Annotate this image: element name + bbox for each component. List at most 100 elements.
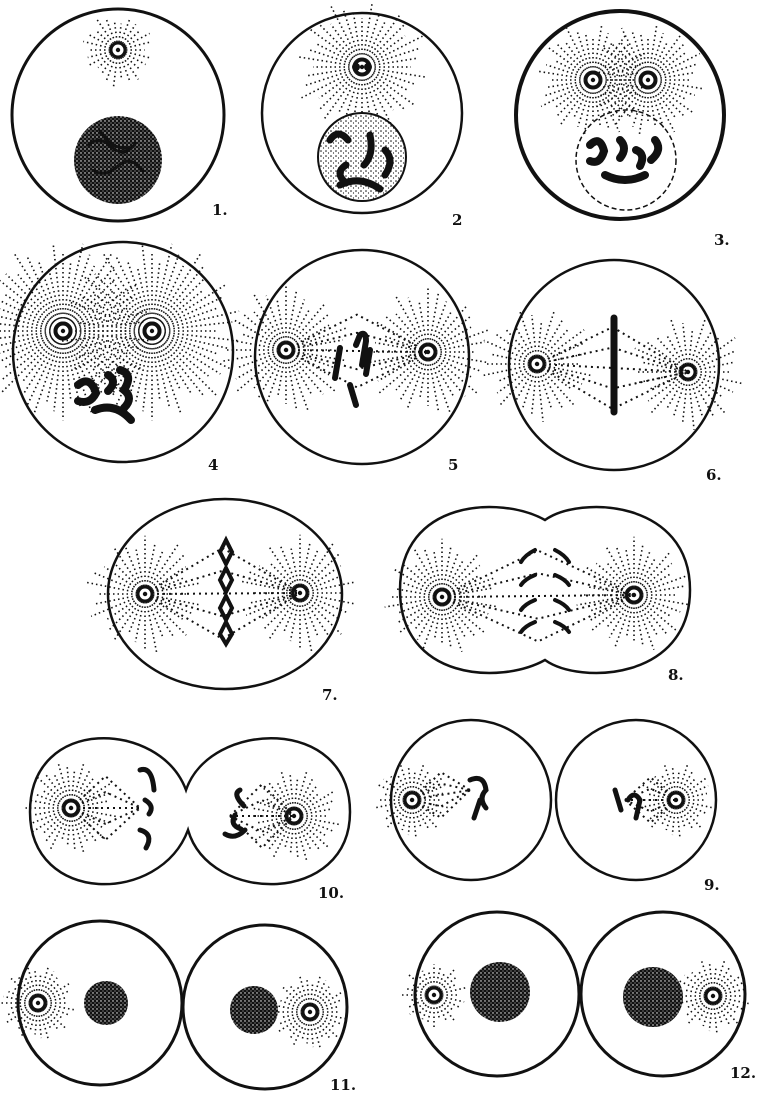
astral-ray	[264, 599, 294, 629]
astral-ray	[654, 85, 693, 113]
figure-4: 4	[0, 242, 239, 474]
nucleus	[84, 981, 128, 1025]
astral-ray	[601, 73, 640, 79]
figure-label: 10.	[318, 884, 344, 902]
astral-ray	[281, 546, 297, 586]
astral-ray	[649, 88, 655, 127]
spindle	[625, 777, 676, 822]
astral-ray	[237, 353, 278, 368]
figure-12: 12.	[402, 912, 756, 1082]
astral-ray	[408, 808, 411, 835]
centriole	[150, 329, 154, 333]
astral-ray	[33, 339, 61, 418]
astral-ray	[44, 1008, 66, 1028]
astral-ray	[429, 972, 433, 987]
astral-ray	[407, 360, 425, 411]
astral-ray	[114, 20, 117, 42]
astral-ray	[160, 332, 238, 341]
astral-ray	[695, 351, 736, 369]
centriole	[36, 1001, 40, 1005]
astral-ray	[719, 973, 744, 991]
chromosomes	[590, 140, 658, 180]
centriole	[298, 591, 302, 595]
astral-ray	[546, 65, 585, 78]
astral-ray	[119, 24, 121, 42]
dividing-chromosomes	[220, 540, 232, 644]
figure-5: 5	[221, 250, 489, 474]
astral-ray	[302, 601, 312, 652]
spindle-fibre	[442, 595, 634, 641]
centriole	[61, 329, 65, 333]
astral-ray	[650, 88, 664, 131]
astral-ray	[635, 543, 643, 587]
astral-ray	[596, 563, 628, 589]
astral-ray	[497, 367, 530, 382]
figure-label: 11.	[330, 1076, 356, 1094]
figure-9: 9.	[375, 720, 719, 894]
astral-ray	[547, 47, 586, 75]
daughter-chromosomes	[140, 769, 245, 848]
astral-ray	[652, 87, 675, 132]
astral-ray	[159, 335, 221, 374]
astral-ray	[126, 52, 152, 58]
astral-ray	[42, 971, 54, 995]
nucleus	[74, 116, 162, 204]
figure-label: 1.	[212, 201, 228, 219]
astral-ray	[93, 596, 137, 605]
astral-ray	[382, 794, 404, 799]
astral-ray	[269, 562, 294, 587]
astral-ray	[692, 379, 714, 416]
figure-label: 4	[208, 456, 218, 474]
astral-ray	[69, 336, 119, 376]
astral-ray	[126, 42, 150, 48]
figure-2: 2	[262, 4, 462, 229]
astral-ray	[307, 576, 340, 590]
aster	[271, 975, 346, 1050]
astral-ray	[307, 1020, 309, 1043]
astral-ray	[301, 820, 325, 835]
nucleus	[623, 967, 683, 1027]
astral-ray	[642, 596, 688, 604]
astral-ray	[640, 563, 672, 589]
astral-ray	[672, 808, 675, 835]
astral-ray	[594, 26, 601, 72]
astral-ray	[595, 581, 627, 593]
figure-1: 1.	[12, 9, 228, 221]
astral-ray	[289, 300, 305, 343]
astral-ray	[544, 343, 585, 361]
astral-ray	[656, 64, 699, 78]
astral-ray	[269, 822, 289, 848]
aster	[60, 244, 239, 420]
astral-ray	[135, 602, 143, 642]
astral-ray	[147, 602, 157, 653]
figure-10: 10.	[23, 738, 351, 902]
astral-ray	[280, 1013, 302, 1017]
astral-ray	[541, 84, 586, 107]
spindle-fibre	[286, 350, 428, 352]
astral-ray	[147, 542, 156, 586]
aster	[83, 18, 151, 87]
astral-ray	[434, 552, 441, 589]
astral-ray	[539, 310, 554, 356]
astral-ray	[291, 303, 326, 344]
astral-ray	[690, 318, 705, 364]
astral-ray	[409, 767, 412, 792]
figure-8: 8.	[385, 507, 690, 684]
astral-ray	[317, 993, 341, 1008]
astral-ray	[591, 598, 626, 611]
astral-ray	[317, 1016, 335, 1027]
astral-ray	[128, 601, 142, 634]
astral-ray	[311, 1020, 314, 1047]
astral-ray	[31, 811, 63, 823]
astral-ray	[431, 302, 447, 345]
astral-ray	[302, 1020, 307, 1039]
astral-ray	[656, 81, 702, 88]
astral-ray	[586, 33, 592, 72]
astral-ray	[541, 320, 563, 357]
astral-ray	[578, 88, 591, 127]
figure-6: 6.	[482, 260, 742, 484]
astral-ray	[318, 1007, 339, 1011]
astral-ray	[123, 57, 139, 80]
astral-ray	[635, 603, 643, 647]
